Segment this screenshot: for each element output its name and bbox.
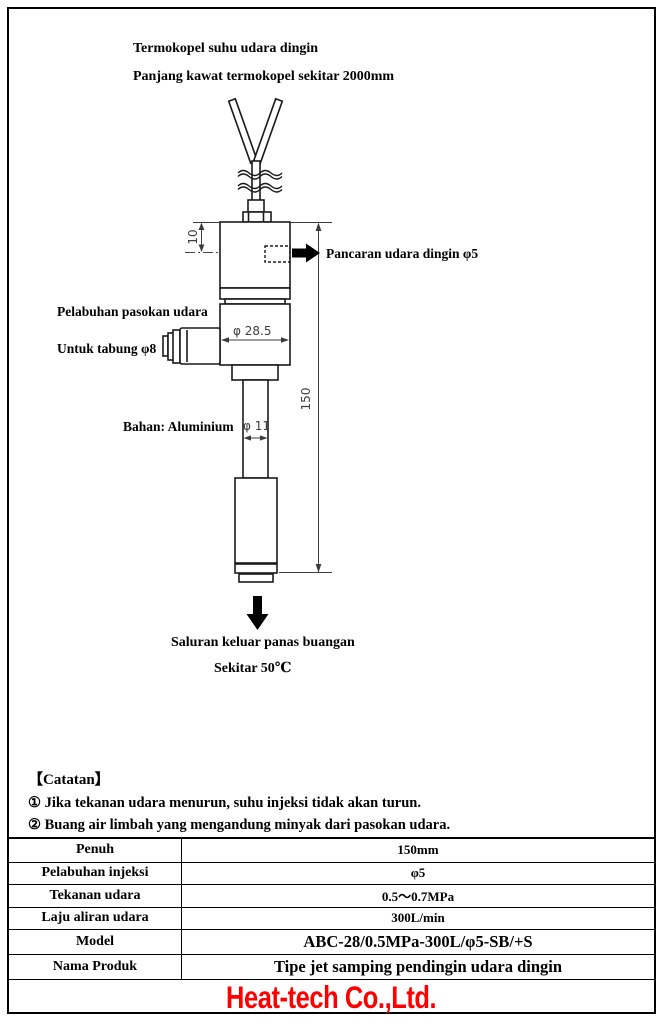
spec-row-value: ABC-28/0.5MPa-300L/φ5-SB/+S [182,929,654,954]
company-logo: Heat-tech Co.,Ltd. [226,979,437,1016]
label-wire-length: Panjang kawat termokopel sekitar 2000mm [133,69,395,84]
push-fitting-icon [162,327,221,365]
spec-row-value: φ5 [182,861,654,885]
spec-row-label: Laju aliran udara [9,906,182,929]
note-item: ① Jika tekanan udara menurun, suhu injek… [28,795,421,811]
spec-row-label: Penuh [9,839,182,862]
spec-row-value: 150mm [397,842,439,858]
nozzle-bore-dashed [264,245,291,263]
label-thermocouple: Termokopel suhu udara dingin [133,41,319,56]
note-item: ② Buang air limbah yang mengandung minya… [28,817,451,833]
dim-total-length: 150 [299,387,313,411]
label-supply-port: Pelabuhan pasokan udara [57,304,208,319]
label-material: Bahan: Aluminium [123,419,234,434]
spec-row-label: Model [9,929,182,954]
dim-body-diameter: φ 28.5 [233,324,272,338]
thermocouple-fork-icon [227,97,284,203]
company-logo-row: Heat-tech Co.,Ltd. [9,979,654,1016]
spec-row-label: Nama Produk [9,954,182,979]
notes-heading: 【Catatan】 [28,772,110,788]
label-exhaust: Saluran keluar panas buangan [171,635,355,650]
jet-arrow-icon [292,243,320,263]
device-body [219,221,291,583]
label-exhaust-temp: Sekitar 50℃ [214,661,292,676]
sensor-connector [242,199,272,223]
spec-row-label: Tekanan udara [9,884,182,907]
spec-row-label: Pelabuhan injeksi [9,861,182,884]
dim-tube-diameter: φ 11 [243,419,270,433]
spec-row-value: 300L/min [182,906,654,930]
exhaust-arrow-icon [246,596,269,630]
notes-section: 【Catatan】 ① Jika tekanan udara menurun, … [28,768,450,839]
label-cold-jet: Pancaran udara dingin φ5 [326,246,479,261]
dimension-lines [193,222,332,573]
dim-nozzle-offset: 10 [186,229,200,245]
label-tube: Untuk tabung φ8 [57,341,157,356]
spec-row-value: 0.5～0.7MPa [182,884,654,907]
spec-row-value: Tipe jet samping pendingin udara dingin [182,954,654,979]
wire-break-icon [237,169,283,193]
spec-table: Penuh 150mm Pelabuhan injeksi φ5 Tekanan… [7,837,656,1016]
